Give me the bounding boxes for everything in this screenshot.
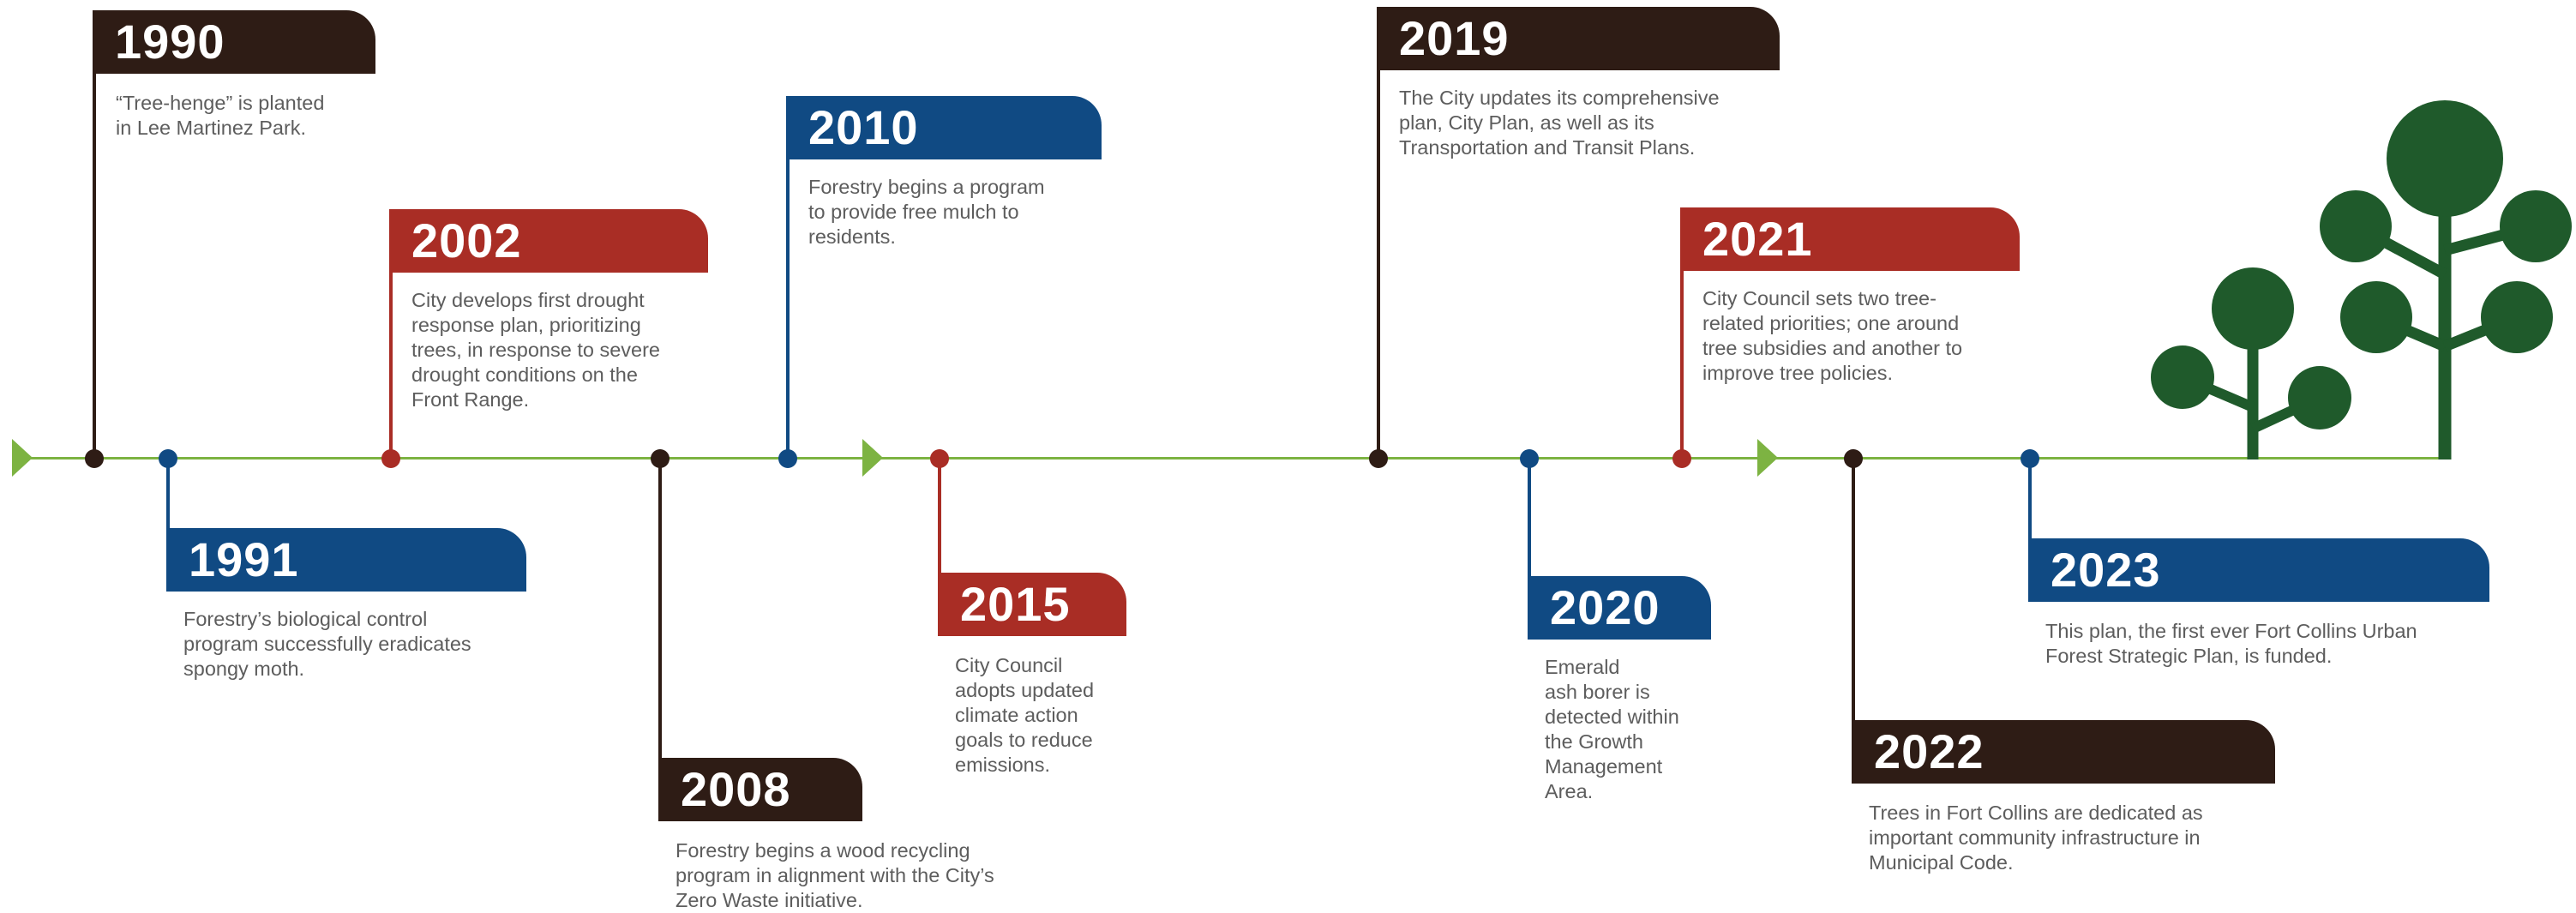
event-year-2023: 2023 bbox=[2028, 538, 2489, 602]
event-marker bbox=[85, 449, 104, 468]
event-year-2020: 2020 bbox=[1528, 576, 1711, 640]
event-year-1991: 1991 bbox=[166, 528, 526, 592]
event-description-2008: Forestry begins a wood recycling program… bbox=[676, 839, 994, 911]
event-marker bbox=[1520, 449, 1539, 468]
event-description-2010: Forestry begins a program to provide fre… bbox=[808, 176, 1045, 248]
play-arrow-icon bbox=[1757, 439, 1778, 477]
event-stem bbox=[658, 459, 662, 759]
event-marker bbox=[651, 449, 670, 468]
event-year-2021: 2021 bbox=[1680, 207, 2020, 271]
event-year-2008: 2008 bbox=[658, 758, 862, 821]
event-stem bbox=[93, 12, 96, 458]
event-year-2022: 2022 bbox=[1852, 720, 2275, 784]
event-year-2019: 2019 bbox=[1377, 7, 1780, 70]
event-stem bbox=[1377, 7, 1380, 458]
play-arrow-icon bbox=[12, 439, 33, 477]
event-stem bbox=[1528, 459, 1531, 577]
event-year-1990: 1990 bbox=[93, 10, 375, 74]
event-marker bbox=[1369, 449, 1388, 468]
event-marker bbox=[159, 449, 177, 468]
event-year-2015: 2015 bbox=[938, 573, 1126, 636]
event-description-1991: Forestry’s biological control program su… bbox=[183, 608, 471, 680]
event-marker bbox=[930, 449, 949, 468]
event-stem bbox=[938, 459, 941, 574]
event-marker bbox=[2021, 449, 2039, 468]
event-year-2010: 2010 bbox=[786, 96, 1102, 159]
event-description-2019: The City updates its comprehensive plan,… bbox=[1399, 87, 1720, 159]
event-marker bbox=[381, 449, 400, 468]
event-stem bbox=[2028, 459, 2032, 539]
event-description-2021: City Council sets two tree- related prio… bbox=[1702, 287, 1963, 384]
event-description-2023: This plan, the first ever Fort Collins U… bbox=[2045, 620, 2417, 667]
event-stem bbox=[1852, 459, 1855, 721]
play-arrow-icon bbox=[862, 439, 883, 477]
event-description-2002: City develops first drought response pla… bbox=[411, 289, 660, 411]
event-description-2015: City Council adopts updated climate acti… bbox=[955, 654, 1095, 776]
event-description-2022: Trees in Fort Collins are dedicated as i… bbox=[1869, 802, 2203, 874]
event-marker bbox=[778, 449, 797, 468]
event-description-1990: “Tree-henge” is planted in Lee Martinez … bbox=[116, 92, 325, 139]
event-stem bbox=[389, 209, 393, 458]
event-description-2020: Emerald ash borer is detected within the… bbox=[1545, 656, 1679, 802]
event-stem bbox=[786, 96, 790, 458]
event-year-2002: 2002 bbox=[389, 209, 708, 273]
timeline-axis bbox=[17, 457, 2443, 460]
event-marker bbox=[1672, 449, 1691, 468]
event-stem bbox=[166, 459, 170, 529]
event-stem bbox=[1680, 207, 1684, 458]
event-marker bbox=[1844, 449, 1863, 468]
